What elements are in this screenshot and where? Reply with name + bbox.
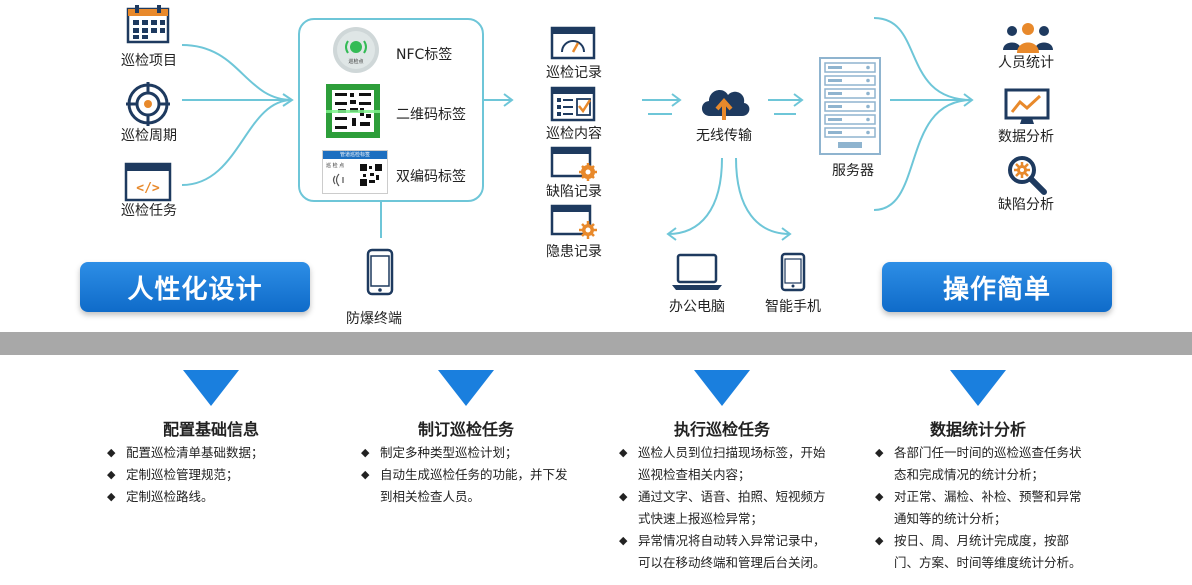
flow-line-server-analysis-3 <box>873 99 973 211</box>
record-label-defect: 缺陷记录 <box>546 184 602 200</box>
bullet-item: ◆按日、周、月统计完成度，按部门、方案、时间等维度统计分析。 <box>875 533 1082 570</box>
bullet-item: ◆各部门任一时间的巡检巡查任务状态和完成情况的统计分析； <box>875 445 1082 482</box>
bullet-item: ◆制定多种类型巡检计划； <box>361 445 518 460</box>
arrowhead <box>666 227 677 241</box>
record-label-hazard: 隐患记录 <box>546 244 602 260</box>
dual-tag-title: 巡 检 点 <box>326 163 345 169</box>
analysis-label-people: 人员统计 <box>998 55 1054 71</box>
record-label-content: 巡检内容 <box>546 126 602 142</box>
bullet-item: ◆定制巡检路线。 <box>107 489 214 504</box>
flow-line-server-analysis-1 <box>873 17 973 101</box>
column-arrow <box>438 370 494 406</box>
tag-label-nfc: NFC标签 <box>396 47 453 63</box>
arrowhead <box>503 93 514 107</box>
mobile-phone-icon <box>780 252 806 296</box>
terminal-label: 防爆终端 <box>346 311 402 327</box>
banner-left: 人性化设计 <box>80 262 310 312</box>
dual-tag-header: 管道巡检标签 <box>323 151 387 159</box>
flow-lines <box>181 17 974 241</box>
arrowhead <box>781 227 792 241</box>
qr-code-image <box>326 84 380 142</box>
input-label-task: 巡检任务 <box>121 203 177 219</box>
analysis-label-defect: 缺陷分析 <box>998 197 1054 213</box>
input-label-project: 巡检项目 <box>121 53 177 69</box>
arrowhead <box>793 93 804 107</box>
banner-right: 操作简单 <box>882 262 1112 312</box>
defect-gear-window-icon <box>550 146 598 186</box>
column-title: 数据统计分析 <box>929 420 1027 439</box>
analysis-label-data: 数据分析 <box>998 129 1054 145</box>
smartphone-icon <box>366 248 394 300</box>
arrowhead <box>671 93 682 107</box>
bullet-item: ◆异常情况将自动转入异常记录中，可以在移动终端和管理后台关闭。 <box>619 533 826 570</box>
column-arrow <box>950 370 1006 406</box>
dual-code-tag-image: 管道巡检标签 巡 检 点 <box>322 150 388 194</box>
bullet-item: ◆巡检人员到位扫描现场标签，开始巡视检查相关内容； <box>619 445 826 482</box>
column-bullets: ◆制定多种类型巡检计划； ◆自动生成巡检任务的功能，并下发到相关检查人员。 <box>358 442 576 508</box>
record-label-inspection: 巡检记录 <box>546 65 602 81</box>
bullet-item: ◆通过文字、语音、拍照、短视频方式快速上报巡检异常； <box>619 489 826 526</box>
code-window-icon: </> <box>124 162 172 206</box>
device-label-pc: 办公电脑 <box>669 299 725 315</box>
bullet-item: ◆定制巡检管理规范； <box>107 467 239 482</box>
bullet-item: ◆对正常、漏检、补检、预警和异常通知等的统计分析； <box>875 489 1082 526</box>
column-arrow <box>694 370 750 406</box>
column-arrow <box>183 370 239 406</box>
magnifier-gear-icon <box>1006 154 1048 200</box>
arrowhead <box>963 93 974 107</box>
chart-monitor-icon <box>1004 88 1050 130</box>
flow-line-input-1 <box>181 44 293 101</box>
calendar-icon <box>126 4 170 48</box>
arrowhead <box>282 93 294 107</box>
server-rack-icon <box>818 56 882 160</box>
svg-text:</>: </> <box>136 181 160 196</box>
checklist-window-icon <box>550 86 596 126</box>
tag-label-qr: 二维码标签 <box>396 107 466 123</box>
flow-line-cloud-pc <box>667 157 723 235</box>
transfer-label: 无线传输 <box>696 128 752 144</box>
input-label-cycle: 巡检周期 <box>121 128 177 144</box>
column-title: 配置基础信息 <box>162 420 260 439</box>
bullet-item: ◆自动生成巡检任务的功能，并下发到相关检查人员。 <box>361 467 568 504</box>
people-icon <box>1002 22 1054 58</box>
column-bullets: ◆配置巡检清单基础数据； ◆定制巡检管理规范； ◆定制巡检路线。 <box>104 442 304 508</box>
nfc-tag-text: 巡检点 <box>348 58 363 65</box>
flow-line-input-3 <box>181 99 293 186</box>
device-label-phone: 智能手机 <box>765 299 821 315</box>
target-icon <box>126 82 170 130</box>
column-title: 制订巡检任务 <box>417 420 515 439</box>
gauge-window-icon <box>550 26 596 64</box>
bullet-item: ◆配置巡检清单基础数据； <box>107 445 264 460</box>
column-title: 执行巡检任务 <box>673 420 771 439</box>
cloud-upload-icon <box>696 80 752 130</box>
column-bullets: ◆各部门任一时间的巡检巡查任务状态和完成情况的统计分析； ◆对正常、漏检、补检、… <box>872 442 1092 574</box>
tag-label-dual: 双编码标签 <box>396 169 466 185</box>
nfc-tag-image: 巡检点 <box>332 26 380 78</box>
server-label: 服务器 <box>832 163 874 179</box>
divider-band <box>0 332 1192 355</box>
flow-line-cloud-phone <box>735 157 791 235</box>
column-bullets: ◆巡检人员到位扫描现场标签，开始巡视检查相关内容； ◆通过文字、语音、拍照、短视… <box>616 442 836 574</box>
hazard-gear-window-icon <box>550 204 598 244</box>
laptop-icon <box>670 252 724 296</box>
